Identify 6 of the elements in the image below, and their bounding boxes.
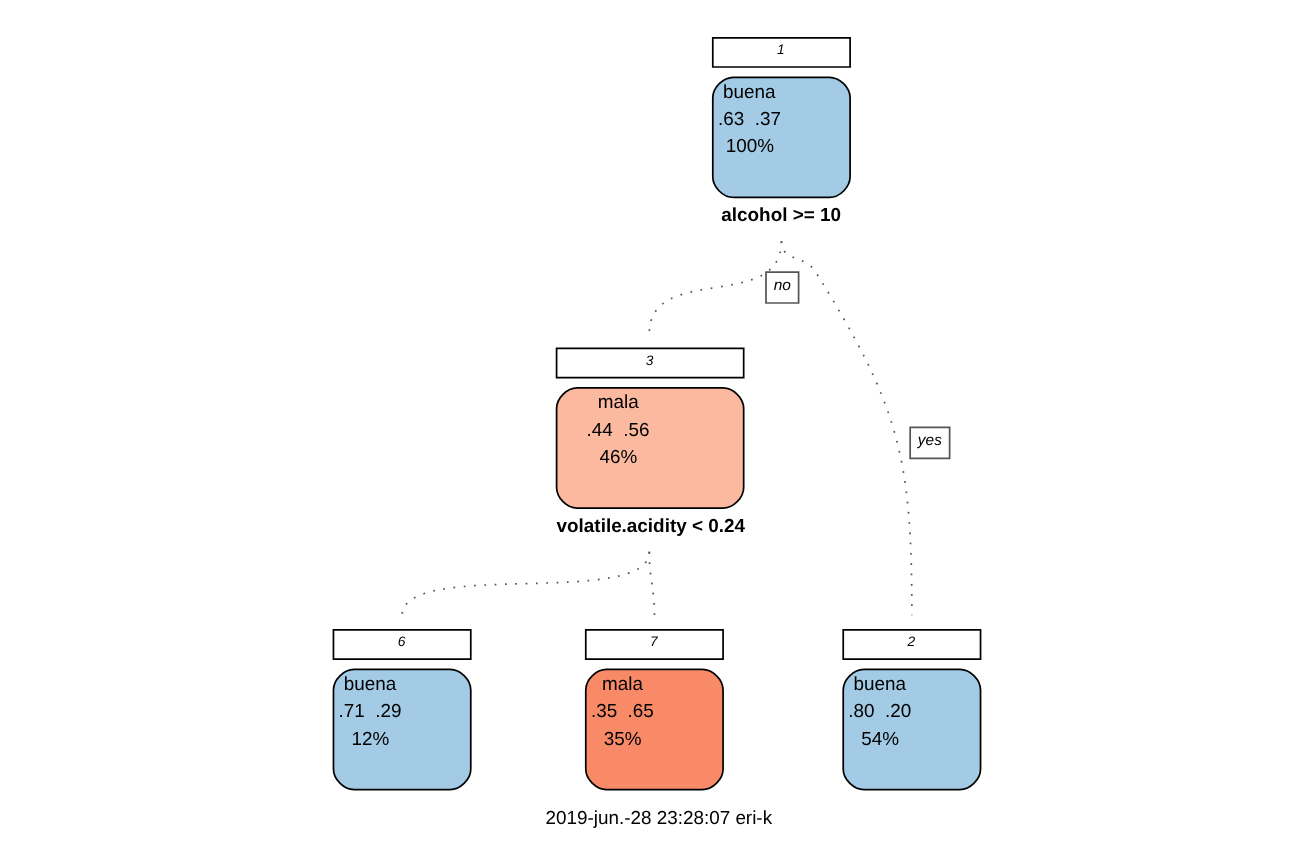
node-label: volatile.acidity < 0.24 — [555, 515, 744, 538]
edge-label: yes — [916, 430, 941, 449]
connector — [647, 551, 655, 617]
node-label: alcohol >= 10 — [720, 205, 840, 228]
edge-label: no — [772, 275, 790, 294]
caption: 2019-jun.-28 23:28:07 eri-k — [544, 808, 772, 831]
